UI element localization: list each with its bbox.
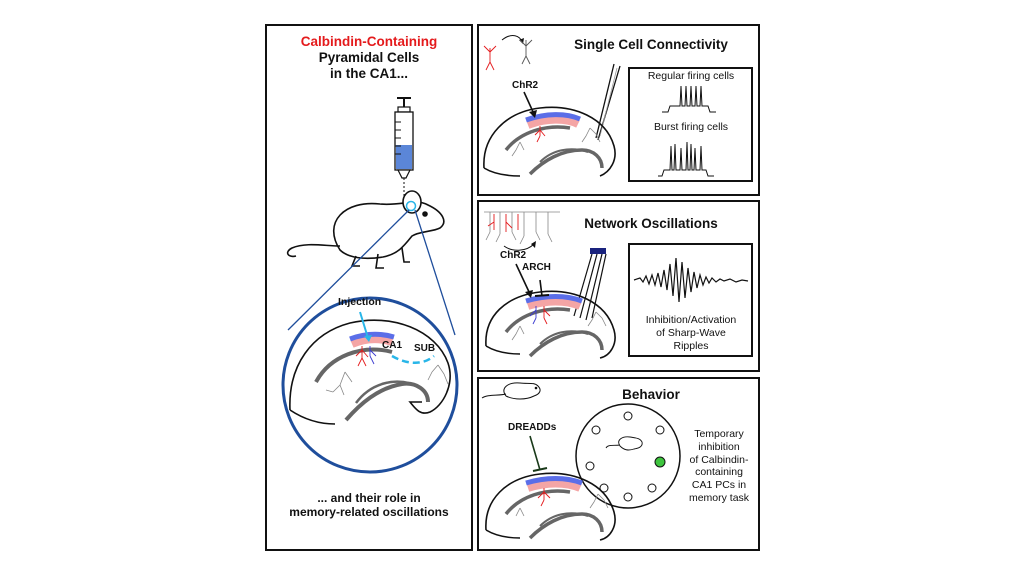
title-line-3: in the CA1... <box>329 65 408 81</box>
desc-line-5: CA1 PCs in <box>691 479 747 492</box>
desc-line-4: containing <box>695 466 743 479</box>
desc-line-2: inhibition <box>698 440 740 453</box>
trace-regular-label: Regular firing cells <box>647 70 735 82</box>
oscillations-caption: Inhibition/Activation of Sharp-Wave Ripp… <box>631 314 751 352</box>
caption-line-2: of Sharp-Wave <box>656 326 726 339</box>
footer-line-2: memory-related oscillations <box>289 505 449 520</box>
small-mouse-icon <box>481 382 541 400</box>
title-line-2: Pyramidal Cells <box>318 49 420 65</box>
title-red-line: Calbindin-Containing <box>300 34 438 49</box>
left-footer: ... and their role in memory-related osc… <box>268 491 470 519</box>
caption-line-1: Inhibition/Activation <box>645 314 737 326</box>
syringe-icon <box>394 97 414 198</box>
label-ca1: CA1 <box>382 340 403 351</box>
trace-burst-label: Burst firing cells <box>653 121 729 133</box>
footer-line-1: ... and their role in <box>317 491 421 505</box>
caption-line-3: Ripples <box>673 339 709 352</box>
behavior-description: Temporary inhibition of Calbindin- conta… <box>680 428 758 505</box>
behavior-title: Behavior <box>622 387 680 402</box>
desc-line-3: of Calbindin- <box>689 453 749 466</box>
desc-line-1: Temporary <box>694 428 744 440</box>
oscillations-title: Network Oscillations <box>584 216 718 231</box>
label-dreadds: DREADDs <box>508 422 557 433</box>
left-title: Calbindin-Containing Pyramidal Cells in … <box>268 34 470 82</box>
connectivity-title: Single Cell Connectivity <box>574 37 728 52</box>
label-chr2-oscillations: ChR2 <box>500 250 527 261</box>
label-arch: ARCH <box>522 262 551 273</box>
desc-line-6: memory task <box>688 491 750 504</box>
label-sub: SUB <box>414 343 436 354</box>
label-injection: Injection <box>338 296 382 308</box>
label-chr2-connectivity: ChR2 <box>512 80 539 91</box>
